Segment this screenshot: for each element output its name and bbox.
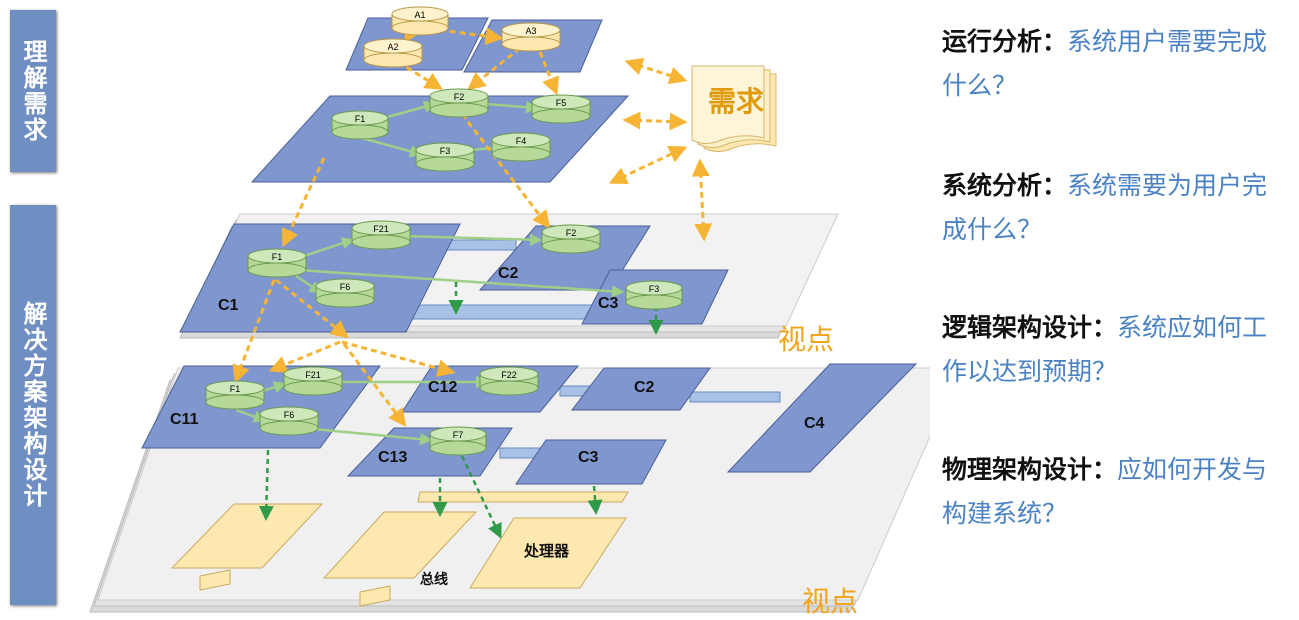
node-l2-f3: F3 bbox=[415, 142, 475, 172]
architecture-diagram: A1 A2 A3 F1 F2 F3 F4 bbox=[89, 6, 930, 613]
node-l2-f2: F2 bbox=[429, 88, 489, 118]
allocation-arrows bbox=[258, 282, 664, 539]
node-l2-f4: F4 bbox=[491, 132, 551, 162]
viewpoint-label-lower: 视点 bbox=[802, 585, 859, 618]
label-c3-lower: C3 bbox=[578, 449, 599, 466]
node-l3-f21-label: F21 bbox=[373, 224, 389, 234]
desc-operational-value: 系统用户需要完成什么？ bbox=[942, 27, 1268, 100]
node-l2-f5: F5 bbox=[531, 94, 591, 124]
node-l4-f6-label: F6 bbox=[284, 410, 295, 420]
desc-logical: 逻辑架构设计：系统应如何工作以达到预期？ bbox=[942, 306, 1287, 394]
node-l2-f5-label: F5 bbox=[556, 98, 567, 108]
node-l2-f1-label: F1 bbox=[355, 114, 366, 124]
label-c2-upper: C2 bbox=[498, 265, 519, 282]
node-l2-f2-label: F2 bbox=[454, 92, 465, 102]
node-l4-f1: F1 bbox=[205, 380, 265, 410]
desc-logical-key: 逻辑架构设计： bbox=[942, 313, 1118, 342]
label-c4: C4 bbox=[804, 415, 825, 432]
node-a3: A3 bbox=[501, 22, 561, 52]
desc-physical-key: 物理架构设计： bbox=[942, 455, 1118, 484]
node-l4-f6: F6 bbox=[259, 406, 319, 436]
side-label-understand: 理解需求 bbox=[10, 10, 56, 172]
node-l3-f1-label: F1 bbox=[272, 252, 283, 262]
node-l4-f7: F7 bbox=[429, 426, 487, 456]
node-l3-f1: F1 bbox=[247, 248, 307, 278]
desc-operational-key: 运行分析： bbox=[942, 27, 1068, 56]
node-l3-f21: F21 bbox=[351, 220, 411, 250]
desc-physical-value: 应如何开发与构建系统？ bbox=[942, 455, 1268, 528]
label-bus: 总线 bbox=[420, 571, 448, 587]
requirement-label: 需求 bbox=[708, 85, 765, 118]
desc-physical: 物理架构设计：应如何开发与构建系统？ bbox=[942, 448, 1287, 536]
viewpoint-label-upper: 视点 bbox=[778, 323, 835, 356]
node-a3-label: A3 bbox=[525, 26, 536, 36]
node-a1: A1 bbox=[391, 6, 449, 36]
node-l3-f2-label: F2 bbox=[566, 228, 577, 238]
label-c12: C12 bbox=[428, 379, 457, 396]
requirement-trace-arrows bbox=[232, 19, 713, 427]
desc-system-key: 系统分析： bbox=[942, 171, 1068, 200]
label-processor: 处理器 bbox=[523, 542, 570, 560]
node-l2-f3-label: F3 bbox=[440, 146, 451, 156]
desc-system: 系统分析：系统需要为用户完成什么？ bbox=[942, 164, 1287, 252]
desc-system-value: 系统需要为用户完成什么？ bbox=[942, 171, 1268, 244]
label-c2-lower: C2 bbox=[634, 379, 655, 396]
node-l3-f6: F6 bbox=[315, 278, 375, 308]
label-c3-upper: C3 bbox=[598, 295, 619, 312]
label-c13: C13 bbox=[378, 449, 407, 466]
node-l3-f6-label: F6 bbox=[340, 282, 351, 292]
node-a2: A2 bbox=[363, 38, 423, 68]
node-l4-f7-label: F7 bbox=[453, 430, 464, 440]
desc-logical-value: 系统应如何工作以达到预期？ bbox=[942, 313, 1268, 386]
node-l4-f22: F22 bbox=[479, 366, 539, 396]
requirement-document-icon bbox=[691, 65, 777, 153]
node-l2-f4-label: F4 bbox=[516, 136, 527, 146]
label-c1: C1 bbox=[218, 297, 239, 314]
node-l2-f1: F1 bbox=[331, 110, 389, 140]
side-label-solution: 解决方案架构设计 bbox=[10, 205, 56, 605]
node-l4-f21-label: F21 bbox=[305, 370, 321, 380]
node-a2-label: A2 bbox=[387, 42, 398, 52]
node-a1-label: A1 bbox=[414, 10, 425, 20]
node-l3-f3: F3 bbox=[625, 280, 683, 310]
node-l4-f1-label: F1 bbox=[230, 384, 241, 394]
node-l3-f3-label: F3 bbox=[649, 284, 660, 294]
label-c11: C11 bbox=[170, 411, 199, 428]
node-l4-f22-label: F22 bbox=[501, 370, 517, 380]
layer-hardware bbox=[170, 491, 629, 607]
node-l4-f21: F21 bbox=[283, 366, 343, 396]
desc-operational: 运行分析：系统用户需要完成什么？ bbox=[942, 20, 1287, 108]
layer-logical bbox=[179, 223, 729, 333]
node-l3-f2: F2 bbox=[541, 224, 601, 254]
